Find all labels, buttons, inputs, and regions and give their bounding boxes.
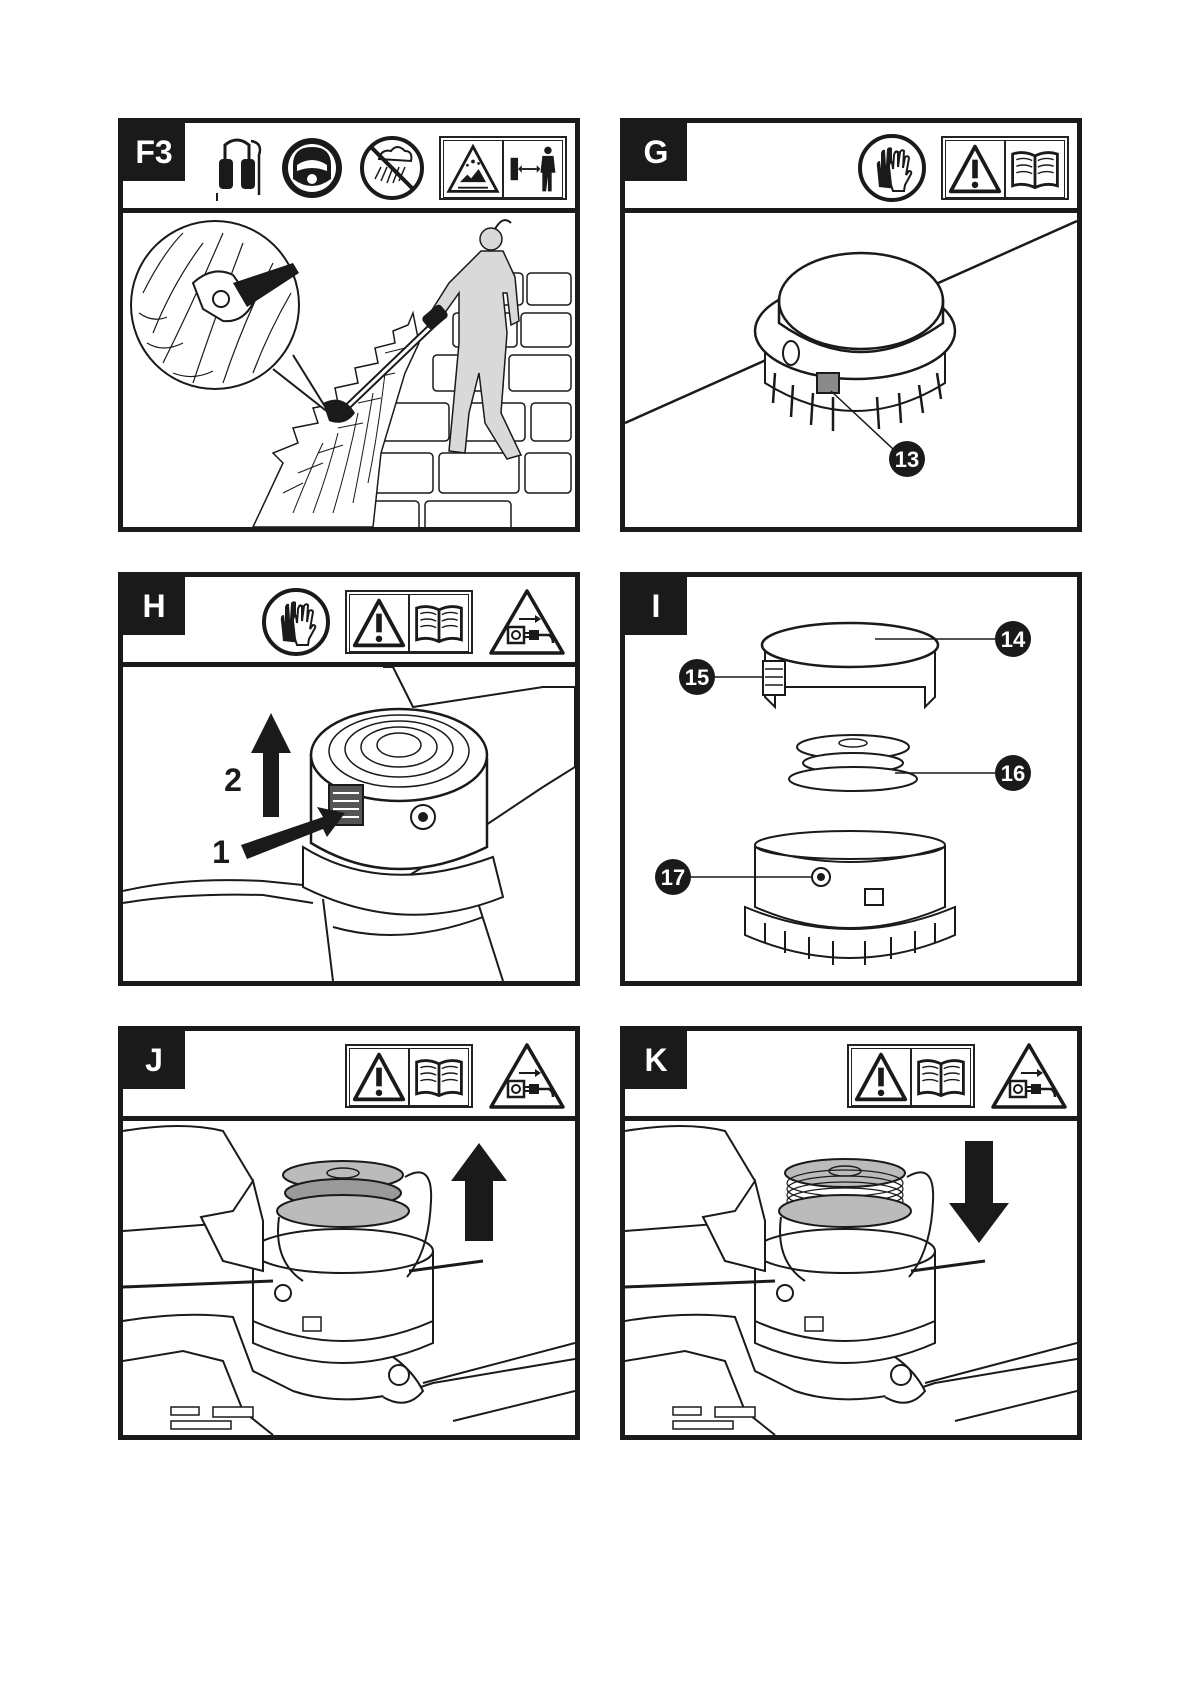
flying-debris-warning-icon — [443, 140, 503, 198]
warning-manual-box — [345, 590, 473, 654]
read-manual-icon — [409, 594, 469, 652]
warning-manual-box — [941, 136, 1069, 200]
step-2-label: 2 — [224, 762, 242, 798]
panel-label: G — [625, 123, 687, 181]
spool-removal-illustration — [123, 1121, 575, 1435]
warning-icon — [349, 1048, 409, 1106]
panel-h: H — [118, 572, 580, 986]
no-rain-icon — [359, 135, 425, 201]
warning-manual-box — [847, 1044, 975, 1108]
callout-16: 16 — [1001, 761, 1025, 786]
read-manual-icon — [409, 1048, 469, 1106]
panel-header: K — [625, 1031, 1077, 1121]
panel-f3: F3 — [118, 118, 580, 532]
gloves-icon — [857, 133, 927, 203]
gloves-icon — [261, 587, 331, 657]
safety-icons — [847, 1041, 1069, 1111]
callout-13: 13 — [895, 447, 919, 472]
panel-label: K — [625, 1031, 687, 1089]
face-shield-icon — [279, 135, 345, 201]
safety-icons — [261, 587, 567, 657]
panel-j: J — [118, 1026, 580, 1440]
cover-removal-illustration: 2 1 — [123, 667, 575, 981]
panel-header: H — [123, 577, 575, 667]
keep-distance-icon — [503, 140, 563, 198]
callout-17: 17 — [661, 865, 685, 890]
panel-label: J — [123, 1031, 185, 1089]
callout-15: 15 — [685, 665, 709, 690]
trimming-illustration — [123, 213, 575, 527]
warning-manual-box — [345, 1044, 473, 1108]
panel-header: G — [625, 123, 1077, 213]
spool-cover-illustration: 13 — [625, 213, 1077, 527]
spool-insertion-illustration — [625, 1121, 1077, 1435]
panel-i: I 14 — [620, 572, 1082, 986]
panel-label: H — [123, 577, 185, 635]
warning-icon — [945, 140, 1005, 198]
safety-icons — [857, 133, 1069, 203]
warning-icon — [349, 594, 409, 652]
unplug-warning-icon — [989, 1041, 1069, 1111]
panel-g: G — [620, 118, 1082, 532]
read-manual-icon — [911, 1048, 971, 1106]
ear-protection-icon — [211, 135, 265, 201]
panel-label: F3 — [123, 123, 185, 181]
step-1-label: 1 — [212, 834, 230, 870]
unplug-warning-icon — [487, 1041, 567, 1111]
warning-icon — [851, 1048, 911, 1106]
unplug-warning-icon — [487, 587, 567, 657]
panel-header: J — [123, 1031, 575, 1121]
read-manual-icon — [1005, 140, 1065, 198]
callout-14: 14 — [1001, 627, 1026, 652]
panel-k: K — [620, 1026, 1082, 1440]
panel-header: F3 — [123, 123, 575, 213]
exploded-spool-illustration: 14 15 16 17 — [625, 577, 1077, 981]
safety-icons — [345, 1041, 567, 1111]
debris-distance-box — [439, 136, 567, 200]
safety-icons — [211, 133, 567, 203]
